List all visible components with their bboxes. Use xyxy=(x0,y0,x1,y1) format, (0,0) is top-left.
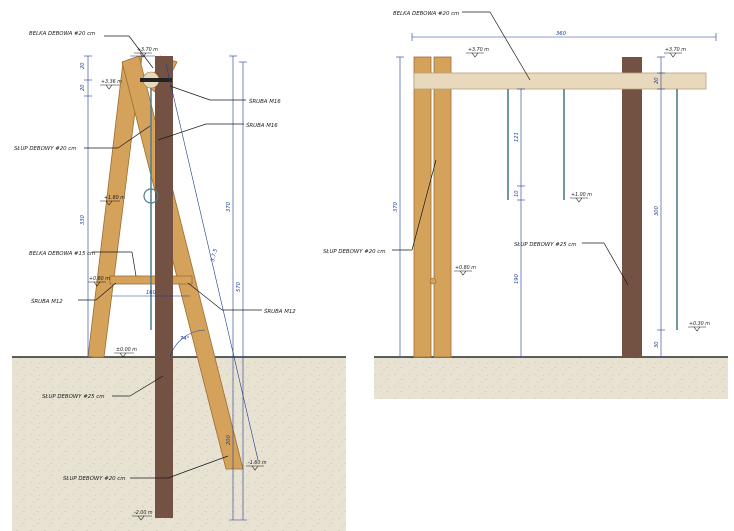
right-top-beam xyxy=(413,72,707,90)
left-ground-soil xyxy=(12,357,346,531)
right-dim-r30: 30 xyxy=(654,341,660,348)
left-level-post-bottom: -2.00 m xyxy=(134,510,153,516)
right-dim-height-left: 370 xyxy=(393,201,399,212)
right-dim-190: 190 xyxy=(514,273,520,284)
right-post-back xyxy=(433,56,452,358)
left-dim-top-b: 20 xyxy=(80,84,86,91)
left-label-bolt-m16-a: ŚRUBA M16 xyxy=(249,98,281,105)
left-level-leg-bottom: -1.60 m xyxy=(248,460,267,466)
right-level-markers xyxy=(454,52,706,332)
left-label-post-20-upper: SŁUP DEBOWY #20 cm xyxy=(14,146,77,152)
right-level-mid: +1.00 m xyxy=(571,192,592,198)
left-label-beam-20: BELKA DEBOWA #20 cm xyxy=(29,31,95,37)
left-dim-angle: 74° xyxy=(180,336,190,342)
left-label-post-25: SŁUP DEBOWY #25 cm xyxy=(42,394,105,400)
right-label-beam-20: BELKA DEBOWA #20 cm xyxy=(393,11,459,17)
left-label-beam-15: BELKA DEBOWA #15 cm xyxy=(29,251,95,257)
left-label-post-20-lower: SŁUP DEBOWY #20 cm xyxy=(63,476,126,482)
right-label-post-20: SŁUP DEBOWY #20 cm xyxy=(323,249,386,255)
right-dim-r300: 300 xyxy=(654,205,660,216)
left-leader-lines xyxy=(78,35,262,479)
right-level-right-low: +0.30 m xyxy=(689,321,710,327)
right-post-front xyxy=(413,56,432,358)
left-label-bolt-m12-left: ŚRUBA M12 xyxy=(31,298,63,305)
left-dim-height: 330 xyxy=(80,214,86,225)
left-level-mid: +1.80 m xyxy=(104,195,125,201)
right-dim-width: 360 xyxy=(556,31,567,37)
left-dimension-lines xyxy=(84,55,259,521)
right-dim-r20: 20 xyxy=(654,77,660,84)
left-bolt-m16 xyxy=(140,78,172,82)
right-ground-soil xyxy=(374,357,728,399)
left-level-top: +3.70 m xyxy=(137,47,158,53)
right-dim-10: 10 xyxy=(514,190,520,197)
left-label-bolt-m12-right: ŚRUBA M12 xyxy=(264,308,296,315)
right-dim-121: 121 xyxy=(514,132,520,142)
left-dim-below: 200 xyxy=(226,434,232,445)
right-view: 360 370 121 10 190 20 300 30 +3.70 m +3.… xyxy=(323,11,728,399)
left-dim-570: 570 xyxy=(236,281,242,292)
left-level-markers xyxy=(88,52,264,521)
right-level-top-right: +3.70 m xyxy=(665,47,686,53)
right-dimension-lines xyxy=(396,33,717,358)
right-leader-lines xyxy=(392,11,629,286)
left-dim-diag: 3.7.5 xyxy=(210,248,219,263)
left-level-ground: ±0.00 m xyxy=(116,347,137,353)
left-level-brace: +0.80 m xyxy=(89,276,110,282)
left-central-post xyxy=(155,56,173,518)
left-dim-brace-width: 160 xyxy=(146,290,157,296)
right-level-top-left: +3.70 m xyxy=(468,47,489,53)
left-level-upper: +3.36 m xyxy=(101,79,122,85)
right-label-post-25: SŁUP DEBOWY #25 cm xyxy=(514,242,577,248)
left-dim-top-a: 20 xyxy=(80,62,86,69)
left-view: 20 20 330 370 570 3.7.5 160 74° 200 +3.7… xyxy=(12,31,346,531)
left-label-bolt-m16-b: ŚRUBA M16 xyxy=(246,122,278,129)
right-bolt-low xyxy=(429,277,437,285)
left-chain-ring xyxy=(143,188,159,204)
right-post-dark xyxy=(622,57,642,357)
left-dim-370: 370 xyxy=(226,201,232,212)
right-level-low: +0.80 m xyxy=(455,265,476,271)
